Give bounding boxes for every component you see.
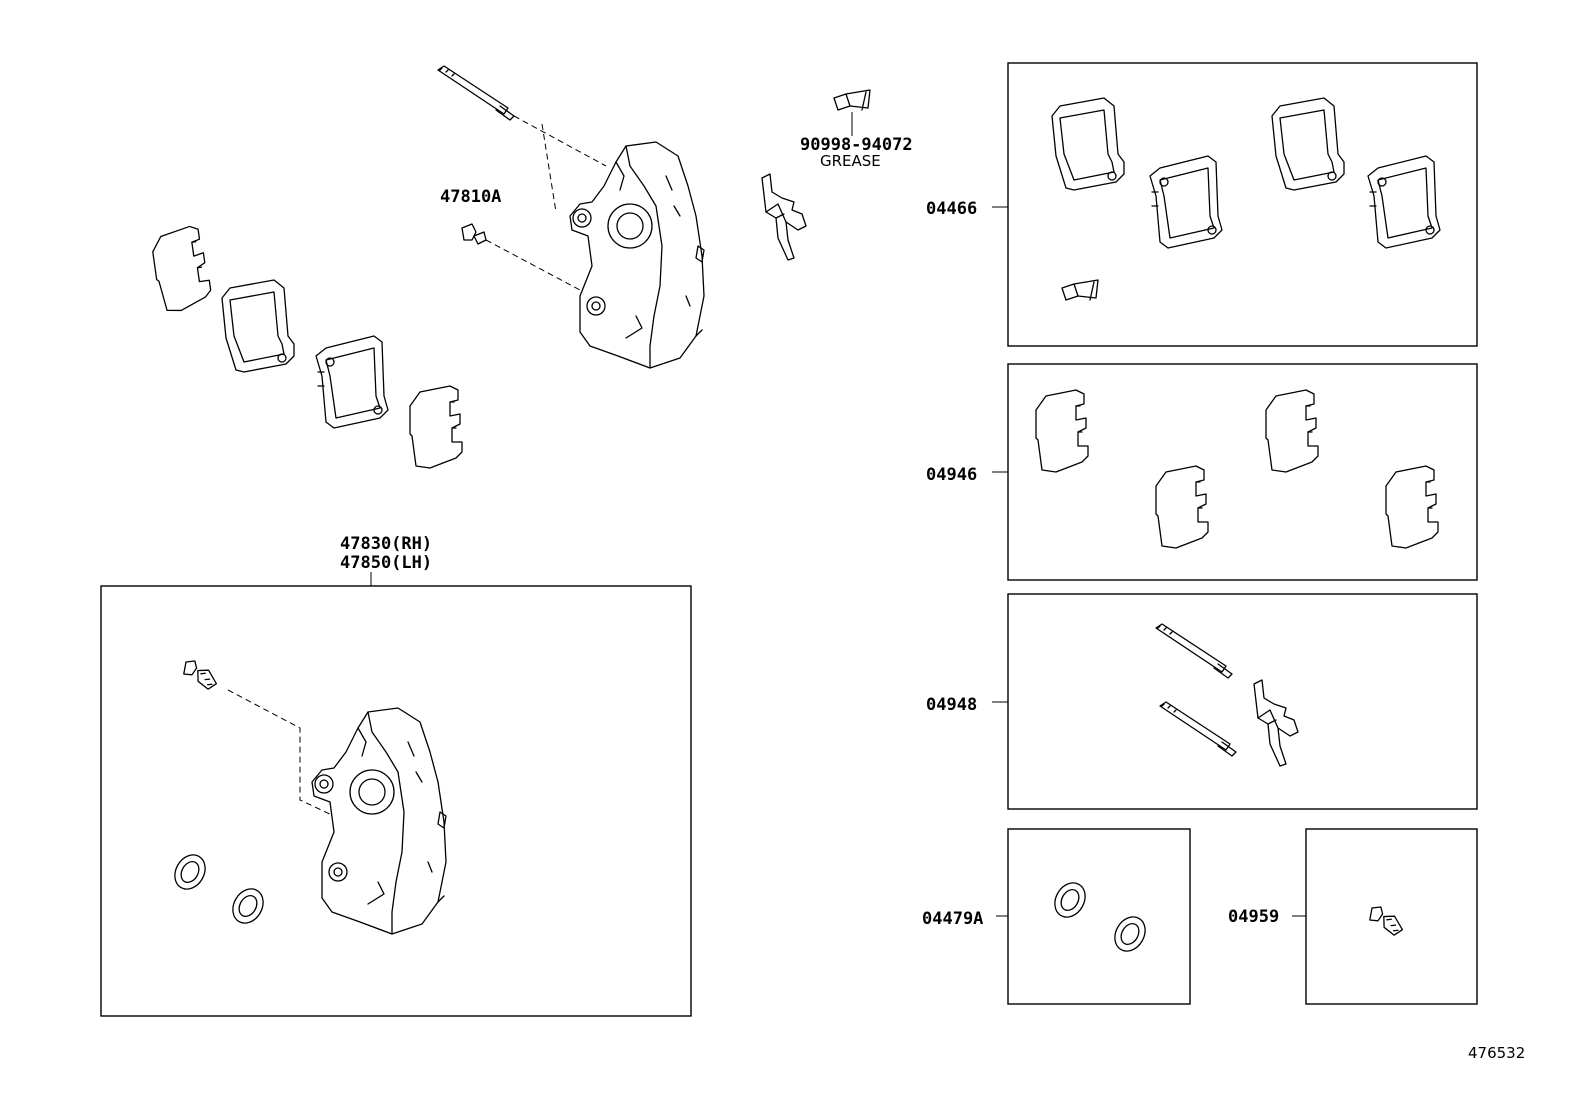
pad-kit-box — [1007, 62, 1478, 347]
caliper-assy-body — [311, 707, 447, 935]
caliper-rh-part-number: 47830(RH) — [340, 534, 432, 554]
caliper-lh-part-number: 47850(LH) — [340, 553, 432, 573]
shim-kit-box — [1007, 363, 1478, 581]
bleeder-part-number: 47810A — [440, 187, 501, 207]
pin-kit-number: 04948 — [926, 695, 977, 715]
shim-kit-shim-1 — [1035, 389, 1089, 473]
brake-pad-outer — [221, 279, 295, 373]
exploded-view — [149, 65, 871, 469]
plug-kit-number: 04959 — [1228, 907, 1279, 927]
caliper-upper — [569, 141, 705, 369]
outer-shim-left — [149, 224, 214, 314]
pad-kit-grease — [1061, 279, 1099, 301]
caliper-assy-seal-1 — [168, 848, 212, 896]
seal-kit-seal-2 — [1108, 910, 1152, 958]
caliper-assy-dash — [227, 689, 335, 817]
caliper-assy-bleeder — [179, 657, 222, 692]
pin-kit-clip — [1253, 679, 1299, 767]
pin-leader-dash — [513, 115, 607, 213]
caliper-assy-box — [100, 585, 692, 1017]
upper-pin — [437, 65, 515, 121]
anti-rattle-clip — [761, 173, 807, 261]
caliper-assy-seal-2 — [226, 882, 270, 930]
shim-kit-group: 04946 — [926, 363, 1478, 581]
inner-shim-right — [409, 385, 463, 469]
bleeder-leader-dash — [485, 239, 581, 291]
pin-kit-pin-2 — [1159, 701, 1237, 757]
bleeder-screw — [461, 223, 487, 245]
grease-description: GREASE — [820, 152, 881, 170]
plug-kit-bleeder — [1365, 903, 1408, 938]
seal-kit-number: 04479A — [922, 909, 983, 929]
pad-kit-pad-4 — [1367, 155, 1441, 249]
plug-kit-group: 04959 — [1228, 828, 1478, 1005]
plug-kit-box — [1305, 828, 1478, 1005]
seal-kit-seal-1 — [1048, 876, 1092, 924]
shim-kit-shim-3 — [1265, 389, 1319, 473]
pad-kit-pad-2 — [1149, 155, 1223, 249]
grease-tube — [833, 89, 871, 111]
pin-kit-group: 04948 — [926, 593, 1478, 810]
pin-kit-box — [1007, 593, 1478, 810]
seal-kit-box — [1007, 828, 1191, 1005]
shim-kit-number: 04946 — [926, 465, 977, 485]
pad-kit-pad-3 — [1271, 97, 1345, 191]
illustration-number: 476532 — [1468, 1044, 1525, 1062]
pad-kit-group: 04466 — [926, 62, 1478, 347]
shim-kit-shim-4 — [1385, 465, 1439, 549]
shim-kit-shim-2 — [1155, 465, 1209, 549]
pad-kit-pad-1 — [1051, 97, 1125, 191]
grease-part-number: 90998-94072 — [800, 135, 913, 155]
brake-pad-inner — [315, 335, 389, 429]
seal-kit-group: 04479A — [922, 828, 1191, 1005]
pin-kit-pin-1 — [1155, 623, 1233, 679]
pad-kit-number: 04466 — [926, 199, 977, 219]
